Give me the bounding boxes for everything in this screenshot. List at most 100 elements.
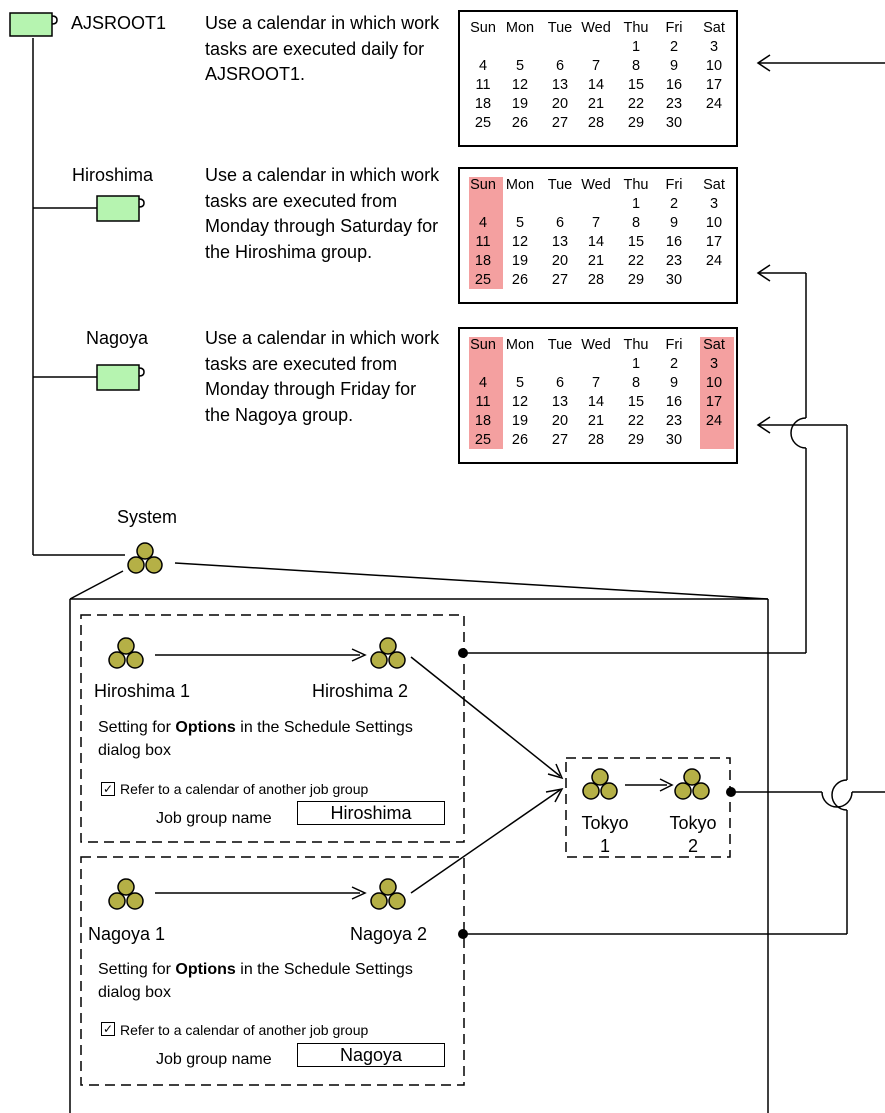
system-jobnet-name: System — [117, 507, 178, 527]
calendar-date: 5 — [515, 375, 525, 391]
nagoya-jobgroup-field[interactable]: Nagoya — [297, 1043, 445, 1067]
calendar-day-header: Wed — [581, 20, 611, 36]
calendar-date: 22 — [627, 96, 645, 112]
calendar-date: 20 — [551, 253, 569, 269]
calendar-date: 7 — [591, 58, 601, 74]
calendar-date: 21 — [587, 413, 605, 429]
nagoya-refer-checkbox[interactable]: ✓ — [101, 1022, 115, 1036]
calendar-day-header: Sun — [470, 177, 496, 193]
calendar-date: 26 — [511, 432, 529, 448]
calendar-date: 15 — [627, 234, 645, 250]
calendar-date: 18 — [474, 253, 492, 269]
nagoya-checkbox-label: Refer to a calendar of another job group — [120, 1022, 369, 1038]
calendar-date: 20 — [551, 96, 569, 112]
calendar-date: 30 — [665, 272, 683, 288]
nagoya-jobgroup-name: Nagoya — [86, 328, 149, 348]
calendar-day-header: Wed — [581, 177, 611, 193]
tokyo1-label-line2: 1 — [599, 836, 610, 856]
calendar-day-header: Mon — [505, 337, 535, 353]
calendar-date: 20 — [551, 413, 569, 429]
calendar-day-header: Thu — [623, 337, 649, 353]
hiroshima-description: Use a calendar in which work tasks are e… — [205, 165, 440, 262]
calendar-highlight-sun — [469, 177, 503, 289]
calendar-day-header: Mon — [505, 177, 535, 193]
calendar-date: 2 — [669, 39, 679, 55]
nagoya2-jobnet-icon — [370, 877, 406, 916]
calendar-date: 14 — [587, 234, 605, 250]
calendar-date: 17 — [705, 77, 723, 93]
calendar-day-header: Tue — [547, 20, 573, 36]
calendar-date: 26 — [511, 115, 529, 131]
calendar-day-header: Sat — [703, 177, 725, 193]
calendar-date: 8 — [631, 375, 641, 391]
calendar-date: 19 — [511, 413, 529, 429]
calendar-date: 17 — [705, 234, 723, 250]
calendar-date: 8 — [631, 215, 641, 231]
calendar-date: 1 — [631, 39, 641, 55]
calendar-date: 6 — [555, 215, 565, 231]
calendar-date: 5 — [515, 215, 525, 231]
calendar-date: 4 — [478, 215, 488, 231]
calendar-date: 16 — [665, 394, 683, 410]
calendar-day-header: Wed — [581, 337, 611, 353]
calendar-date: 29 — [627, 272, 645, 288]
calendar-date: 30 — [665, 115, 683, 131]
root-jobgroup-name: AJSROOT1 — [71, 13, 167, 33]
calendar-day-header: Fri — [665, 20, 683, 36]
nagoya-jobgroup-icon — [96, 364, 145, 391]
calendar-date: 22 — [627, 253, 645, 269]
hiroshima-jobgroup-field[interactable]: Hiroshima — [297, 801, 445, 825]
calendar-date: 10 — [705, 215, 723, 231]
calendar-date: 21 — [587, 253, 605, 269]
calendar-date: 17 — [705, 394, 723, 410]
nagoya1-jobnet-icon — [108, 877, 144, 916]
nagoya-jobgroup-field-label: Job group name — [156, 1051, 272, 1068]
hiroshima2-label: Hiroshima 2 — [312, 681, 409, 701]
calendar-date: 13 — [551, 77, 569, 93]
calendar-day-header: Fri — [665, 337, 683, 353]
calendar-date: 9 — [669, 58, 679, 74]
calendar-date: 11 — [475, 234, 491, 250]
calendar-day-header: Fri — [665, 177, 683, 193]
hiroshima1-label: Hiroshima 1 — [94, 681, 191, 701]
calendar-day-header: Sat — [703, 20, 725, 36]
calendar-date: 22 — [627, 413, 645, 429]
root-jobgroup-icon — [9, 12, 58, 37]
calendar-date: 25 — [474, 115, 492, 131]
calendar-date: 21 — [587, 96, 605, 112]
calendar-date: 19 — [511, 96, 529, 112]
calendar-date: 28 — [587, 115, 605, 131]
nagoya-setting-text: Setting for Options in the Schedule Sett… — [98, 961, 413, 1001]
hiroshima1-jobnet-icon — [108, 636, 144, 675]
calendar-date: 1 — [631, 356, 641, 372]
calendar-date: 23 — [665, 96, 683, 112]
calendar-date: 4 — [478, 58, 488, 74]
root-description: Use a calendar in which work tasks are e… — [205, 13, 440, 84]
calendar-date: 25 — [474, 272, 492, 288]
calendar-date: 8 — [631, 58, 641, 74]
hiroshima-refer-checkbox[interactable]: ✓ — [101, 782, 115, 796]
calendar-date: 27 — [551, 432, 569, 448]
calendar-date: 23 — [665, 253, 683, 269]
calendar-date: 18 — [474, 413, 492, 429]
calendar-date: 4 — [478, 375, 488, 391]
calendar-date: 28 — [587, 272, 605, 288]
calendar-date: 6 — [555, 375, 565, 391]
hiroshima2-jobnet-icon — [370, 636, 406, 675]
tokyo2-label-line2: 2 — [687, 836, 698, 856]
nagoya1-label: Nagoya 1 — [88, 924, 166, 944]
calendar-date: 25 — [474, 432, 492, 448]
calendar-date: 16 — [665, 234, 683, 250]
calendar-date: 30 — [665, 432, 683, 448]
calendar-day-header: Tue — [547, 177, 573, 193]
calendar-date: 11 — [475, 394, 491, 410]
calendar-date: 6 — [555, 58, 565, 74]
calendar-date: 12 — [511, 234, 529, 250]
calendar-date: 15 — [627, 77, 645, 93]
hiroshima-jobgroup-name: Hiroshima — [72, 165, 154, 185]
calendar-day-header: Mon — [505, 20, 535, 36]
calendar-date: 5 — [515, 58, 525, 74]
